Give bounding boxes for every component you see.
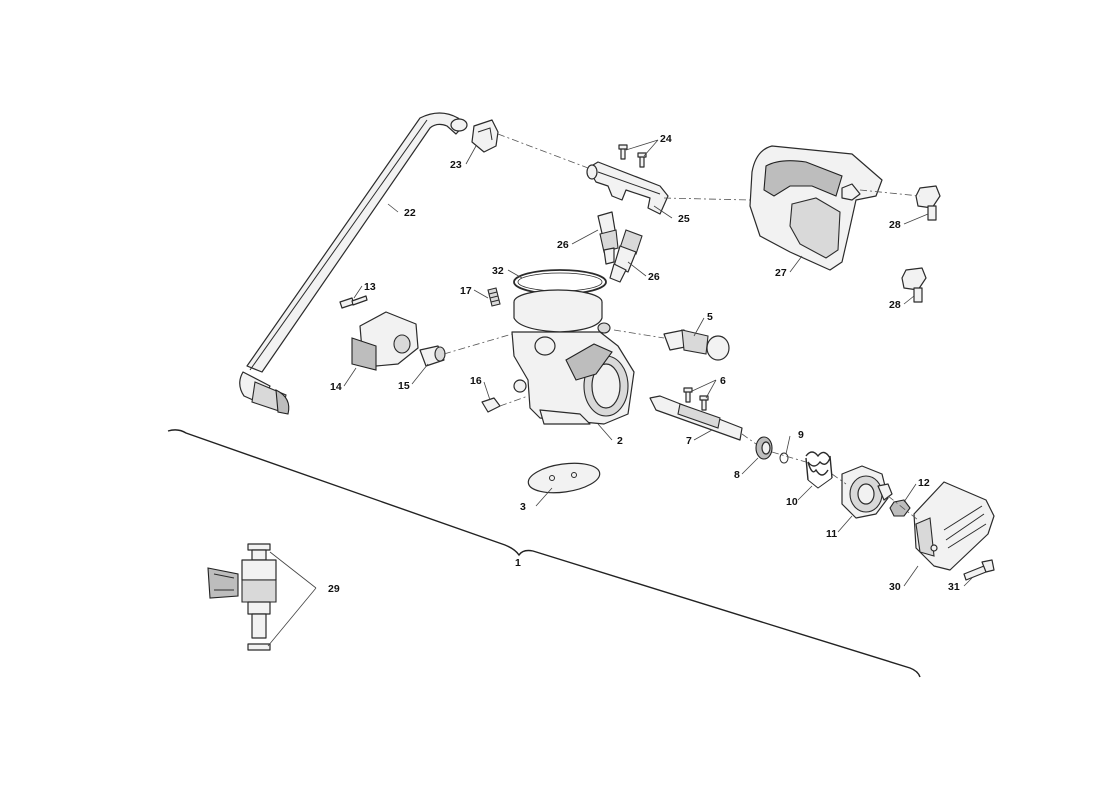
fuel-injector xyxy=(207,543,277,651)
return-spring xyxy=(805,451,833,489)
callout-labels: 1 2 3 5 6 7 8 9 10 11 12 13 14 15 16 17 … xyxy=(328,133,960,595)
hose-clamp xyxy=(471,119,499,153)
callout-13: 13 xyxy=(364,281,376,293)
throttle-body xyxy=(511,289,635,425)
callout-25: 25 xyxy=(678,213,690,225)
callout-22: 22 xyxy=(404,207,416,219)
sensor-bushing xyxy=(419,345,446,367)
shaft-screws xyxy=(683,387,709,411)
callout-15: 15 xyxy=(398,380,410,392)
shaft-washer xyxy=(779,452,789,464)
callout-30: 30 xyxy=(889,581,901,593)
temperature-sensor xyxy=(663,329,730,361)
callout-2: 2 xyxy=(617,435,623,447)
injector-right xyxy=(609,229,643,283)
air-intake-duct xyxy=(749,145,883,271)
breather-hose xyxy=(239,112,468,415)
leader-lines xyxy=(267,139,973,647)
callout-10: 10 xyxy=(786,496,798,508)
callout-27: 27 xyxy=(775,267,787,279)
callout-24: 24 xyxy=(660,133,672,145)
callout-23: 23 xyxy=(450,159,462,171)
callout-3: 3 xyxy=(520,501,526,513)
bolt-upper xyxy=(915,185,941,221)
callout-31: 31 xyxy=(948,581,960,593)
injector-left xyxy=(597,211,619,265)
callout-17: 17 xyxy=(460,285,472,297)
callout-14: 14 xyxy=(330,381,342,393)
sensor-screw xyxy=(339,295,368,309)
callout-7: 7 xyxy=(686,435,692,447)
lever-cover xyxy=(913,481,995,571)
alignment-lines xyxy=(443,133,921,521)
screw-pair xyxy=(618,144,647,168)
cover-screw xyxy=(963,559,995,581)
shaft-bearing xyxy=(755,436,773,460)
lever-nut xyxy=(889,499,911,517)
callout-29: 29 xyxy=(328,583,340,595)
callout-32: 32 xyxy=(492,265,504,277)
callout-26-right: 26 xyxy=(648,271,660,283)
callout-16: 16 xyxy=(470,375,482,387)
callout-9: 9 xyxy=(798,429,804,441)
throttle-lever xyxy=(841,465,893,519)
bolt-lower xyxy=(901,267,927,303)
fuel-rail xyxy=(586,161,669,215)
spring-pin xyxy=(487,287,501,307)
callout-1: 1 xyxy=(515,557,521,569)
callout-11: 11 xyxy=(826,528,837,540)
throttle-shaft xyxy=(649,395,743,441)
callout-8: 8 xyxy=(734,469,740,481)
callout-26-left: 26 xyxy=(557,239,569,251)
callout-12: 12 xyxy=(918,477,930,489)
assembly-bracket xyxy=(167,429,921,678)
callout-6: 6 xyxy=(720,375,726,387)
callout-5: 5 xyxy=(707,311,713,323)
throttle-plate xyxy=(527,462,601,494)
callout-28-lower: 28 xyxy=(889,299,901,311)
callout-28-upper: 28 xyxy=(889,219,901,231)
screw-plug xyxy=(481,397,501,413)
throttle-position-sensor xyxy=(351,311,419,371)
